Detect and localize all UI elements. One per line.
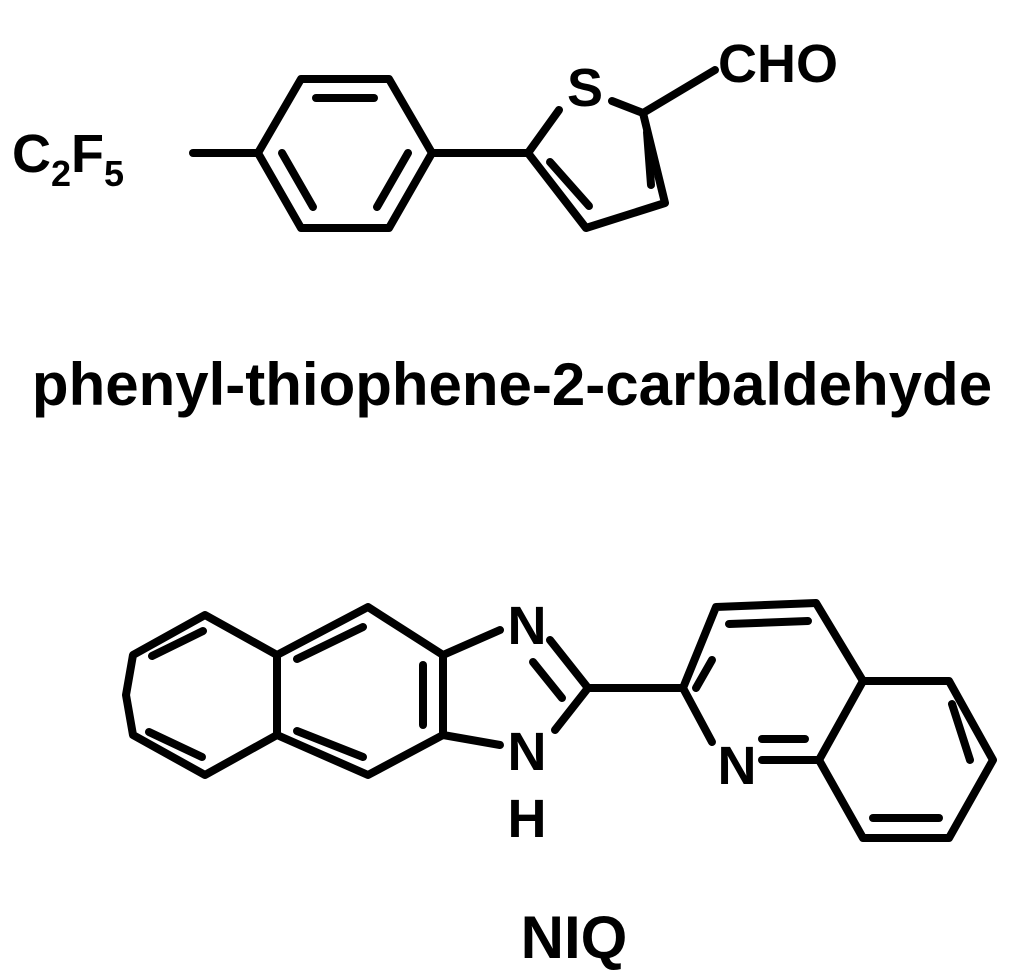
substituent-element-1: C xyxy=(12,124,51,184)
benzene-inner-bond-3 xyxy=(278,149,317,211)
naphthalene-inner-bond-1 xyxy=(148,627,207,660)
quinoline-nitrogen-label: N xyxy=(718,736,757,796)
naphthalene-inner-bond-3 xyxy=(293,623,367,663)
imidazole-double-bond-inner xyxy=(529,658,566,702)
imidazole-bond-n3-c2 xyxy=(546,636,592,692)
molecule-niq: N N H N NIQ xyxy=(122,596,997,971)
quinoline-bond-c2-n xyxy=(679,684,716,746)
quinoline-fusion-bond xyxy=(815,677,867,764)
thiophene-bond-c5-s xyxy=(524,106,563,157)
quinoline-benzene-ring xyxy=(815,677,997,842)
thiophene-bond-s-c2 xyxy=(608,97,647,117)
imidazole-bond-c2-n1 xyxy=(551,684,592,734)
imidazole-bond-n1-c xyxy=(439,731,504,749)
imidazole-bond-c-n3 xyxy=(439,626,504,659)
quinoline-pyridine-ring xyxy=(679,599,867,692)
substituent-label: C2F5 xyxy=(12,124,124,194)
thiophene-double-bond-2 xyxy=(546,158,593,210)
substituent-element-2: F xyxy=(71,124,104,184)
thiophene-double-bond-1 xyxy=(643,128,655,189)
benzene-inner-bond-2 xyxy=(373,149,412,211)
quinoline-benzene-inner-1 xyxy=(948,700,974,764)
aldehyde-label: CHO xyxy=(718,34,838,94)
molecule-1-name: phenyl-thiophene-2-carbaldehyde xyxy=(32,351,992,418)
amine-hydrogen-label: H xyxy=(508,789,547,849)
naphthalene-inner-bond-2 xyxy=(145,728,206,761)
thiophene-ring-carbons xyxy=(524,109,669,232)
molecule-phenyl-thiophene: C2F5 S CHO phenyl-thiophene-2-carbaldehy… xyxy=(12,34,992,418)
imine-nitrogen-label: N xyxy=(508,596,547,656)
quinoline-inner-bond-1 xyxy=(725,617,812,628)
amine-nitrogen-label: N xyxy=(508,722,547,782)
substituent-count-2: 5 xyxy=(104,153,124,194)
naphthalene-inner-bond-4 xyxy=(293,727,367,761)
quinoline-inner-bond-3 xyxy=(692,656,716,692)
sulfur-atom-label: S xyxy=(567,58,603,118)
naphthalene-middle-ring xyxy=(273,603,447,779)
molecule-2-name: NIQ xyxy=(521,904,628,971)
bond-thiophene-aldehyde xyxy=(639,66,719,117)
substituent-count-1: 2 xyxy=(51,153,71,194)
naphthalene-left-ring xyxy=(122,611,281,779)
